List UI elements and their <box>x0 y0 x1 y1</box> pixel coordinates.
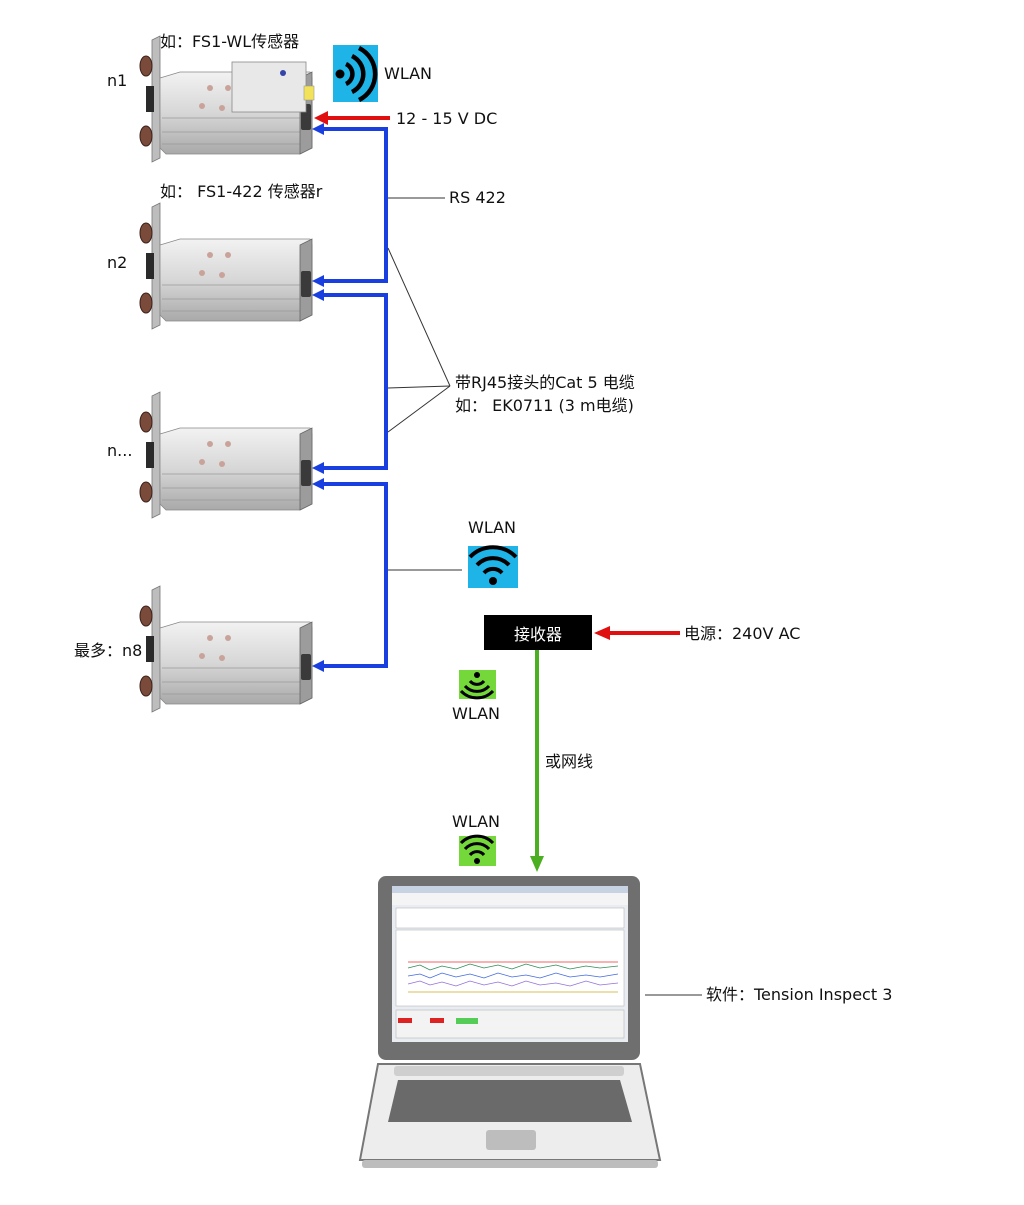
or-network-label: 或网线 <box>545 752 594 771</box>
network-link-arrow <box>530 650 544 872</box>
cable-arrowheads <box>312 123 324 672</box>
sensor-n1-label: n1 <box>107 71 128 90</box>
software-label: 软件：Tension Inspect 3 <box>706 985 893 1004</box>
wlan-label: WLAN <box>468 518 517 537</box>
receiver-box: 接收器 <box>484 615 592 650</box>
leader-lines <box>387 197 702 996</box>
laptop-icon <box>358 876 662 1168</box>
sensor-n8-label: 最多：n8 <box>74 641 143 660</box>
wifi-icon <box>459 670 496 700</box>
dc-power-arrow <box>314 111 390 125</box>
rs422-label: RS 422 <box>449 188 506 207</box>
wifi-icon <box>468 545 518 588</box>
sensor-n2-label: n2 <box>107 253 128 272</box>
sensor-example-wl-label: 如：FS1-WL传感器 <box>160 32 300 51</box>
cable-label-line2: 如： EK0711 (3 m电缆) <box>455 396 634 415</box>
sensor-n-label: n... <box>107 441 133 460</box>
wlan-label: WLAN <box>452 812 501 831</box>
sensor-n-device <box>139 391 313 519</box>
wlan-label: WLAN <box>452 704 501 723</box>
sensor-n1-device <box>139 35 315 163</box>
sensor-n2-device <box>139 202 313 330</box>
sensor-n8-device <box>139 585 313 713</box>
dc-power-label: 12 - 15 V DC <box>396 109 498 128</box>
cable-label-line1: 带RJ45接头的Cat 5 电缆 <box>455 373 635 392</box>
wlan-label: WLAN <box>384 64 433 83</box>
wifi-icon <box>459 834 496 866</box>
wifi-icon <box>333 45 378 103</box>
rs422-cable-chain <box>322 127 388 668</box>
sensor-example-422-label: 如： FS1-422 传感器r <box>160 182 323 201</box>
ac-power-arrow <box>594 626 680 640</box>
ac-power-label: 电源：240V AC <box>684 624 801 643</box>
